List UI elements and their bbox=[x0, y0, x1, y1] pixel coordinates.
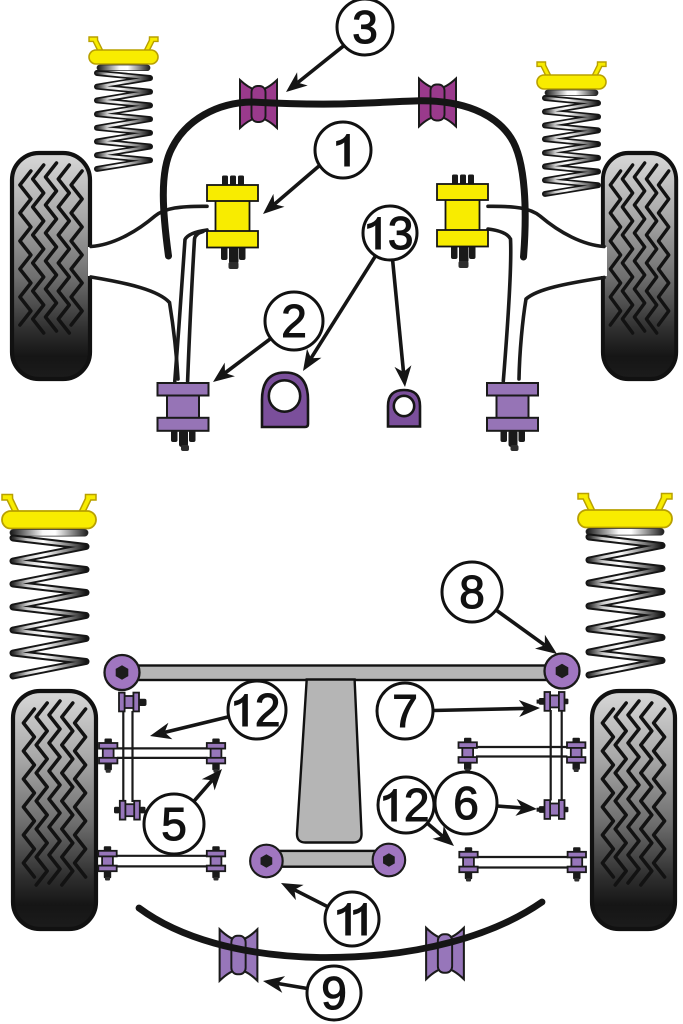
svg-text:5: 5 bbox=[161, 798, 187, 850]
svg-text:6: 6 bbox=[453, 777, 479, 829]
svg-text:3: 3 bbox=[352, 1, 378, 53]
svg-text:2: 2 bbox=[281, 295, 307, 347]
svg-text:3: 3 bbox=[388, 207, 414, 259]
svg-text:2: 2 bbox=[404, 779, 430, 831]
svg-text:2: 2 bbox=[255, 684, 281, 736]
svg-text:7: 7 bbox=[392, 685, 418, 737]
svg-text:9: 9 bbox=[321, 967, 347, 1019]
svg-text:8: 8 bbox=[459, 566, 485, 618]
